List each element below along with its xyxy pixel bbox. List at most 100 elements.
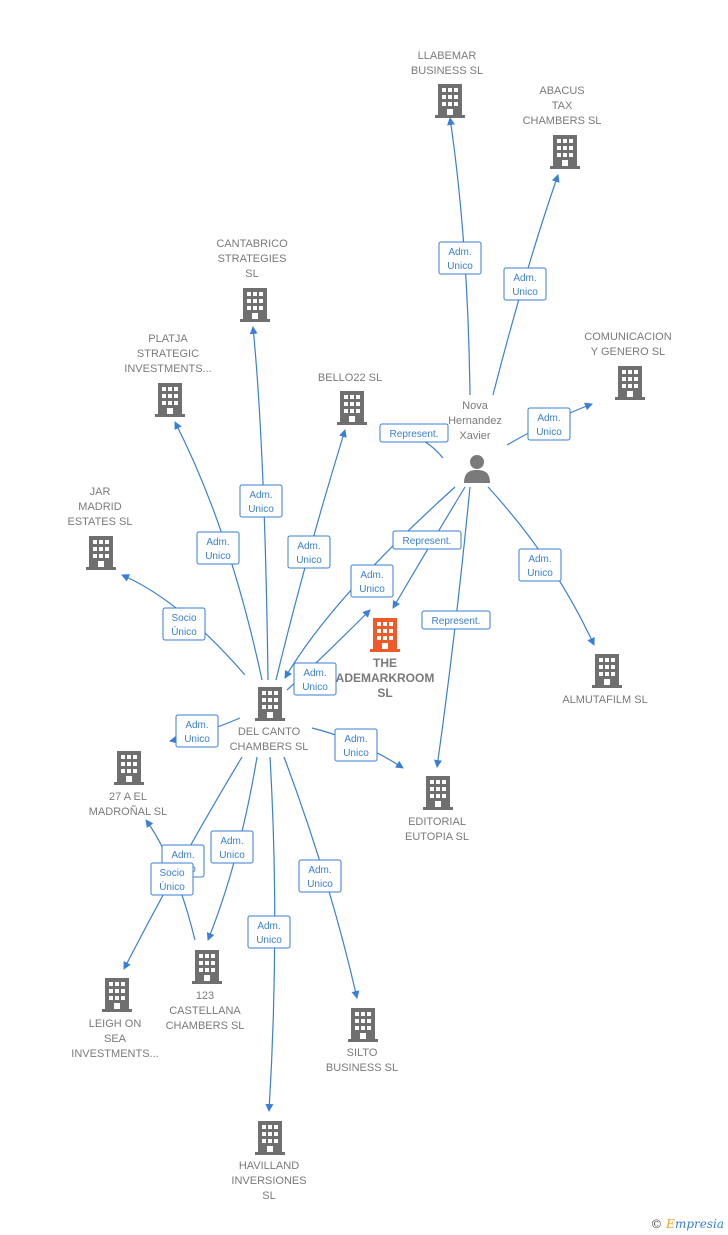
edge-label-text: Adm. [537,413,560,424]
node-label: Hernandez [448,415,502,427]
edge-label-text: Represent. [432,616,481,627]
edge-label-text: Adm. [297,541,320,552]
edge-label-14[interactable]: Adm.Unico [334,728,378,762]
edge-label-box [287,535,331,569]
building-icon [192,950,222,984]
building-icon [86,536,116,570]
edge-label-text: Represent. [390,429,439,440]
edge-label-0[interactable]: Adm.Unico [438,241,482,275]
node-label: STRATEGIES [218,253,287,265]
node-label: ABACUS [539,85,584,97]
node-platja[interactable]: PLATJASTRATEGICINVESTMENTS... [124,333,212,417]
edge-label-12[interactable]: Adm.Unico [293,662,337,696]
building-icon [550,135,580,169]
edge-label-box [196,531,240,565]
node-label: BELLO22 SL [318,372,382,384]
edge-label-17[interactable]: Adm.Unico [298,859,342,893]
edge-nova-editorial [434,486,471,768]
edge-label-box [247,915,291,949]
node-label: Xavier [459,430,491,442]
edge-label-5[interactable]: Represent. [421,610,491,630]
node-label: INVERSIONES [231,1175,306,1187]
edge-label-10[interactable]: Adm.Unico [287,535,331,569]
node-label: SEA [104,1033,127,1045]
node-label: CHAMBERS SL [523,115,602,127]
node-label: JAR [90,486,111,498]
edge-label-text: Socio [159,868,184,879]
node-label: 123 [196,990,214,1002]
edge-label-box [162,607,206,641]
edge-label-9[interactable]: Adm.Unico [196,531,240,565]
node-label: THE [373,656,397,670]
edge-label-box [527,407,571,441]
building-icon [423,776,453,810]
building-icon [102,978,132,1012]
edge-label-1[interactable]: Adm.Unico [503,267,547,301]
edge-label-text: Adm. [344,734,367,745]
edge-nova-delcanto2 [284,486,456,679]
edge-label-text: Unico [184,734,210,745]
node-leigh[interactable]: LEIGH ONSEAINVESTMENTS... [71,978,159,1060]
building-icon [114,751,144,785]
building-icon [615,366,645,400]
node-label: EDITORIAL [408,816,466,828]
brand-name: mpresia [674,1217,724,1231]
edge-label-3[interactable]: Represent. [379,423,449,443]
edge-label-text: Unico [256,935,282,946]
edge-label-text: Unico [536,427,562,438]
node-label: ADEMARKROOM [336,671,435,685]
building-icon [337,391,367,425]
edge-label-text: Unico [205,551,231,562]
building-icon [348,1008,378,1042]
edge-label-text: Adm. [360,570,383,581]
node-label: CHAMBERS SL [166,1020,245,1032]
node-label: INVESTMENTS... [71,1048,158,1060]
node-bello22[interactable]: BELLO22 SL [318,372,382,425]
edge-labels-layer: Adm.UnicoAdm.UnicoAdm.UnicoRepresent.Rep… [150,241,571,949]
edge-label-text: Adm. [249,490,272,501]
node-label: ALMUTAFILM SL [562,694,647,706]
node-label: Y GENERO SL [591,346,665,358]
edge-label-2[interactable]: Adm. Unico [527,407,571,441]
node-label: PLATJA [148,333,188,345]
edge-label-16[interactable]: Adm.Unico [210,830,254,864]
node-label: SL [377,686,392,700]
person-icon [464,455,490,483]
node-label: EUTOPIA SL [405,831,469,843]
edge-label-text: Unico [219,850,245,861]
edge-label-8[interactable]: Adm.Unico [239,484,283,518]
node-label: MADRID [78,501,121,513]
edge-label-text: Adm. [303,668,326,679]
edge-label-text: Adm. [171,850,194,861]
edge-label-6[interactable]: Adm.Unico [518,548,562,582]
edge-label-4[interactable]: Represent. [392,530,462,550]
copyright-symbol: © [650,1217,663,1231]
edge-label-text: Adm. [513,273,536,284]
edge-label-box [293,662,337,696]
edge-label-7[interactable]: Adm.Unico [350,564,394,598]
edge-label-box [503,267,547,301]
edge-label-13[interactable]: Adm.Unico [175,714,219,748]
edge-label-box [239,484,283,518]
edge-label-box [298,859,342,893]
node-editorial[interactable]: EDITORIAL EUTOPIA SL [405,776,469,843]
node-label: SILTO [347,1047,378,1059]
node-label: LLABEMAR [418,50,477,62]
node-almutafilm[interactable]: ALMUTAFILM SL [562,654,648,706]
building-icon [435,84,465,118]
edge-label-18[interactable]: Adm.Unico [247,915,291,949]
